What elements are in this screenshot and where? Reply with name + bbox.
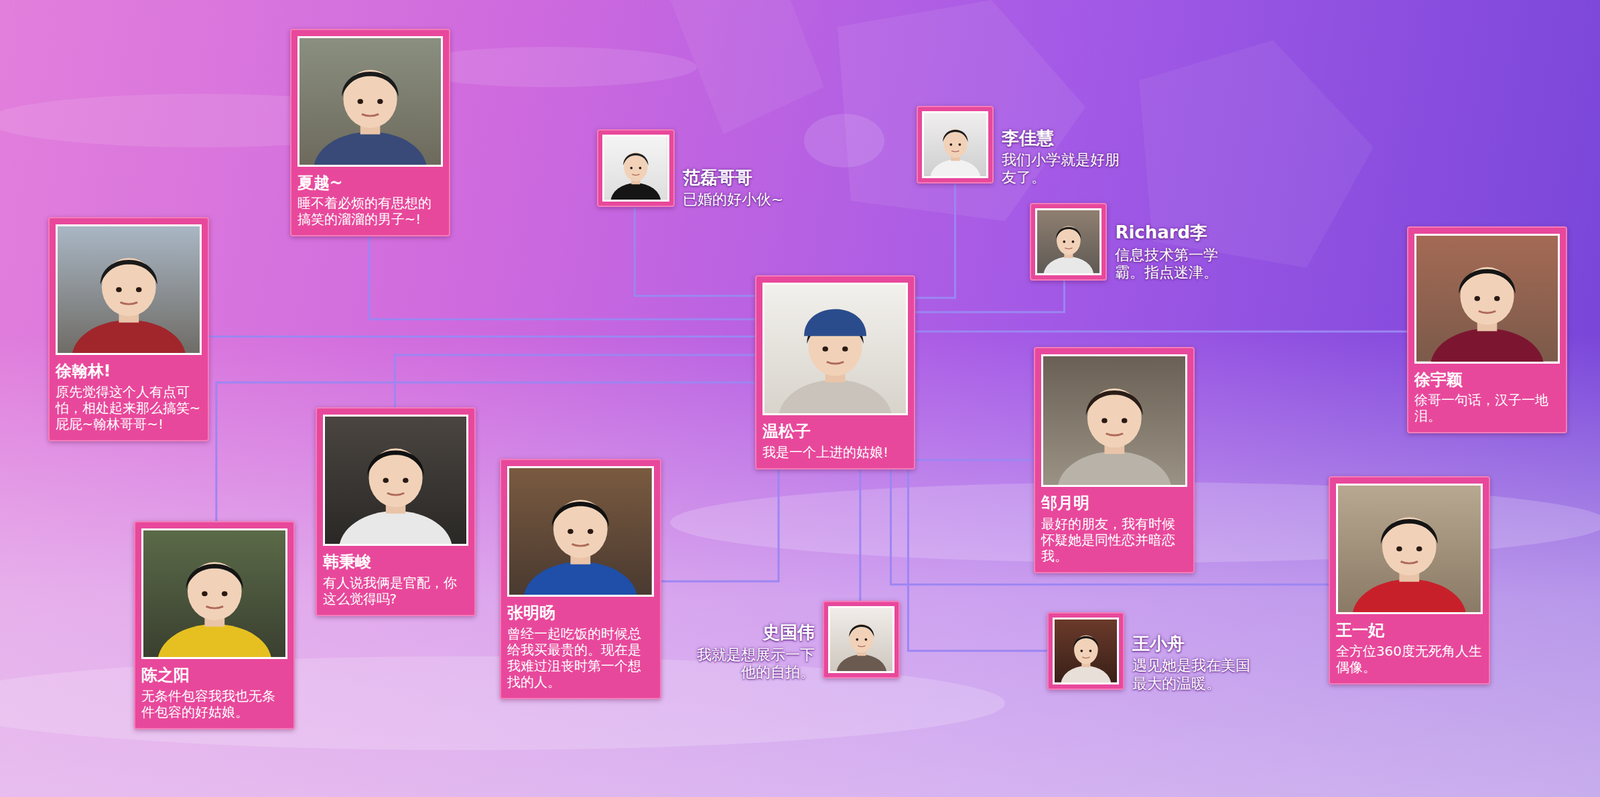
- friend-name: 徐翰林!: [55, 361, 203, 382]
- friend-name: 夏越~: [297, 173, 443, 193]
- portrait-photo: [297, 36, 443, 167]
- portrait-photo: [602, 134, 670, 202]
- friend-name: 王小舟: [1132, 633, 1257, 655]
- portrait-photo: [1336, 483, 1483, 615]
- caption-block: 李佳慧我们小学就是好朋友了。: [1001, 127, 1125, 187]
- portrait-photo: [828, 606, 896, 674]
- friend-card: 王一妃全方位360度无死角人生偶像。: [1328, 476, 1491, 685]
- friend-card: 陈之阳无条件包容我我也无条件包容的好姑娘。: [134, 521, 296, 730]
- friend-card: 徐宇颖徐哥一句话，汉子一地泪。: [1407, 226, 1568, 434]
- friend-note: 徐哥一句话，汉子一地泪。: [1414, 391, 1560, 425]
- caption-block: 史国伟我就是想展示一下他的自拍。: [690, 622, 815, 682]
- portrait-photo: [1052, 617, 1120, 685]
- friend-name: 李佳慧: [1001, 127, 1125, 149]
- friend-note: 全方位360度无死角人生偶像。: [1336, 643, 1483, 676]
- friend-name: 韩秉峻: [322, 552, 469, 573]
- friend-card: 韩秉峻有人说我俩是官配，你这么觉得吗?: [315, 407, 476, 617]
- friend-name: 陈之阳: [141, 665, 289, 686]
- friend-card: 邹月明最好的朋友，我有时候怀疑她是同性恋并暗恋我。: [1033, 347, 1196, 574]
- portrait-photo: [1035, 208, 1103, 276]
- friend-note: 有人说我俩是官配，你这么觉得吗?: [322, 574, 469, 608]
- friend-card: 夏越~睡不着必烦的有思想的搞笑的溜溜的男子~!: [290, 28, 451, 238]
- friend-photo-card: 范磊哥哥已婚的好小伙~: [596, 129, 675, 208]
- friend-name: Richard李: [1114, 222, 1223, 244]
- friend-card: 温松子我是一个上进的姑娘!: [755, 275, 916, 470]
- portrait-photo: [921, 111, 989, 179]
- connector-line: [915, 458, 1034, 461]
- friend-name: 张明旸: [507, 603, 654, 624]
- connector-line: [915, 330, 1408, 333]
- friend-photo-card: Richard李信息技术第一学霸。指点迷津。: [1029, 203, 1108, 281]
- connector-line: [634, 207, 756, 297]
- friend-photo-card: 王小舟遇见她是我在美国最大的温暖。: [1047, 612, 1125, 691]
- caption-block: 范磊哥哥已婚的好小伙~: [682, 167, 786, 210]
- caption-block: 王小舟遇见她是我在美国最大的温暖。: [1132, 633, 1257, 693]
- connector-line: [369, 236, 756, 319]
- portrait-photo: [762, 282, 908, 416]
- portrait-photo: [141, 528, 289, 660]
- friend-note: 信息技术第一学霸。指点迷津。: [1114, 246, 1223, 283]
- friend-note: 遇见她是我在美国最大的温暖。: [1132, 657, 1257, 693]
- connector-line: [394, 355, 756, 408]
- friend-card: 张明旸曾经一起吃饭的时候总给我买最贵的。现在是我难过沮丧时第一个想找的人。: [499, 458, 662, 700]
- friend-name: 温松子: [762, 422, 908, 442]
- friend-note: 我是一个上进的姑娘!: [762, 444, 908, 461]
- connector-line: [915, 183, 955, 299]
- connector-line: [216, 382, 756, 522]
- friend-note: 睡不着必烦的有思想的搞笑的溜溜的男子~!: [297, 194, 443, 228]
- portrait-photo: [322, 414, 469, 547]
- friend-note: 已婚的好小伙~: [682, 190, 786, 209]
- friend-name: 史国伟: [690, 622, 815, 644]
- friend-note: 我就是想展示一下他的自拍。: [690, 646, 815, 683]
- connector-line: [915, 280, 1064, 313]
- friend-name: 徐宇颖: [1414, 370, 1560, 390]
- friend-note: 原先觉得这个人有点可怕，相处起来那么搞笑~屁屁~翰林哥哥~!: [55, 383, 203, 433]
- light-flare: [804, 113, 885, 168]
- bokeh-shape: [837, 0, 1086, 222]
- friend-photo-card: 李佳慧我们小学就是好朋友了。: [916, 105, 995, 184]
- friend-name: 范磊哥哥: [682, 167, 786, 189]
- portrait-photo: [1041, 354, 1188, 488]
- friend-name: 王一妃: [1336, 621, 1483, 641]
- friend-note: 曾经一起吃饭的时候总给我买最贵的。现在是我难过沮丧时第一个想找的人。: [507, 625, 654, 691]
- caption-block: Richard李信息技术第一学霸。指点迷津。: [1114, 222, 1223, 282]
- portrait-photo: [1414, 233, 1560, 364]
- friend-note: 无条件包容我我也无条件包容的好姑娘。: [141, 688, 289, 721]
- friend-card: 徐翰林!原先觉得这个人有点可怕，相处起来那么搞笑~屁屁~翰林哥哥~!: [48, 217, 210, 442]
- friend-name: 邹月明: [1041, 493, 1188, 514]
- portrait-photo: [55, 224, 203, 356]
- connector-line: [209, 335, 756, 338]
- portrait-photo: [507, 466, 654, 597]
- connector-line: [661, 469, 779, 582]
- friend-note: 我们小学就是好朋友了。: [1001, 151, 1125, 187]
- friend-note: 最好的朋友，我有时候怀疑她是同性恋并暗恋我。: [1041, 515, 1188, 565]
- friend-photo-card: 史国伟我就是想展示一下他的自拍。: [822, 601, 901, 679]
- connector-line: [858, 469, 861, 602]
- connector-line: [907, 469, 1047, 652]
